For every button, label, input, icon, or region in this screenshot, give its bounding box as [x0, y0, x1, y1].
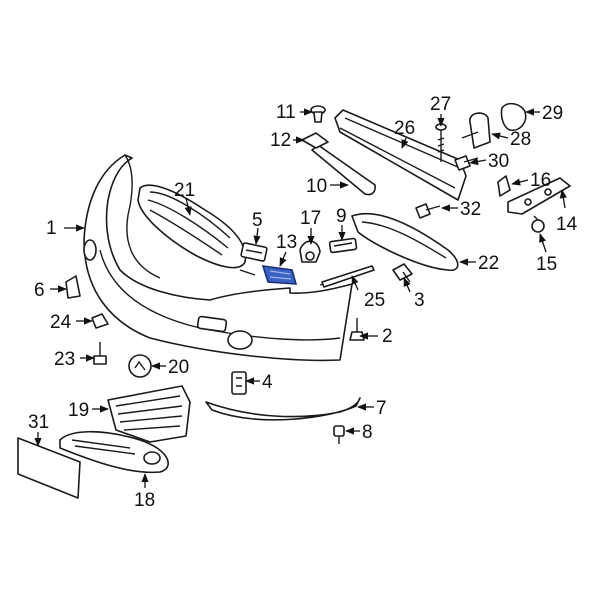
- callout-31: 31: [28, 412, 49, 433]
- callout-14: 14: [556, 214, 578, 235]
- callout-13: 13: [276, 232, 297, 253]
- mount-28-part: [461, 112, 491, 149]
- plug-20-part: [128, 354, 152, 378]
- bracket-5-part: [240, 242, 268, 262]
- callout-12: 12: [270, 130, 291, 151]
- bolt-2-part: [349, 318, 365, 341]
- license-plate-31-part: [17, 437, 81, 499]
- clip-3-part: [392, 263, 413, 283]
- callout-7: 7: [376, 398, 387, 419]
- bracket-13-highlighted-part: [261, 265, 298, 285]
- trim-strip-10-part: [311, 144, 376, 196]
- callout-labels: 1 2 3 4 5 6 7 8 9 10 11 12 13 14 15 16 1…: [28, 94, 578, 511]
- callout-8: 8: [362, 422, 373, 443]
- callout-32: 32: [460, 199, 481, 220]
- bolt-23-part: [93, 342, 107, 365]
- callout-28: 28: [510, 129, 531, 150]
- grille-19-part: [107, 385, 191, 443]
- callout-4: 4: [262, 372, 273, 393]
- callout-20: 20: [168, 357, 189, 378]
- pad-12-part: [301, 132, 329, 149]
- bolt-11-part: [310, 105, 326, 123]
- callout-9: 9: [336, 206, 347, 227]
- grille-18-part: [59, 430, 169, 474]
- callout-11: 11: [276, 102, 296, 123]
- callout-27: 27: [430, 94, 451, 115]
- lower-spoiler-7-part: [205, 397, 361, 421]
- callout-19: 19: [68, 400, 89, 421]
- bolt-32-part: [415, 203, 441, 219]
- callout-24: 24: [50, 312, 72, 333]
- callout-25: 25: [364, 290, 385, 311]
- bracket-29-part: [500, 102, 527, 132]
- callout-16: 16: [530, 170, 551, 191]
- callout-2: 2: [382, 326, 393, 347]
- screw-30-part: [454, 155, 479, 171]
- side-bracket-14-part: [507, 177, 571, 215]
- right-grille-part: [351, 212, 459, 272]
- callout-30: 30: [488, 151, 509, 172]
- clip-4-part: [231, 371, 247, 395]
- clip-24-part: [91, 313, 109, 329]
- nut-15-part: [531, 215, 545, 233]
- left-grille-part: [137, 184, 247, 269]
- callout-10: 10: [306, 176, 327, 197]
- callout-26: 26: [394, 118, 415, 139]
- clip-17-part: [299, 240, 321, 263]
- bolt-8-part: [333, 425, 345, 444]
- callout-23: 23: [54, 349, 75, 370]
- clip-16-part: [497, 175, 511, 197]
- callout-18: 18: [134, 490, 155, 511]
- callout-29: 29: [542, 103, 563, 124]
- callout-15: 15: [536, 254, 557, 275]
- callout-22: 22: [478, 253, 499, 274]
- callout-21: 21: [174, 180, 195, 201]
- callout-17: 17: [300, 208, 321, 229]
- leader-lines: [34, 108, 567, 488]
- trim-25-part: [321, 265, 375, 288]
- callout-6: 6: [34, 280, 45, 301]
- bracket-9-part: [328, 237, 358, 254]
- clip-6-part: [65, 275, 81, 299]
- callout-1: 1: [46, 218, 57, 239]
- callout-3: 3: [414, 290, 425, 311]
- callout-5: 5: [252, 210, 263, 231]
